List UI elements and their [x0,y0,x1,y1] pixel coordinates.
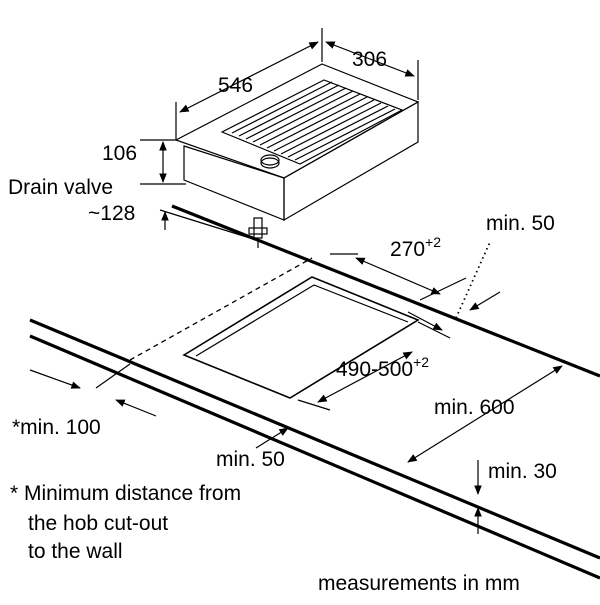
label-min-50-front: min. 50 [216,448,285,471]
control-knob [260,157,280,169]
counter-front-top-edge [29,318,600,560]
label-min-600: min. 600 [434,396,515,419]
label-drain-valve-depth: ~128 [88,202,135,225]
control-knob-top [260,154,280,166]
wall-dashed-line [129,257,313,361]
grill-bars [231,81,396,161]
footnote-line-3: to the wall [28,540,123,563]
hob-front-face [183,145,285,221]
label-height: 106 [102,142,137,165]
label-depth: 306 [352,48,387,71]
footnote-line-2: the hob cut-out [28,512,168,535]
dimension-labels: 546 306 106 Drain valve ~128 270+2 min. … [8,48,557,483]
counter-front-bottom-edge [29,334,600,580]
cutout-inner-wall [195,284,409,357]
units-note: measurements in mm [318,572,520,595]
footnote: * Minimum distance from the hob cut-out … [10,482,241,563]
label-cutout-width: 490-500+2 [336,354,429,381]
footnote-line-1: * Minimum distance from [10,482,241,505]
cutout-opening [182,276,420,399]
hob-side-face [283,100,419,222]
label-cutout-depth: 270+2 [390,234,441,261]
label-min-100: *min. 100 [12,416,101,439]
label-min-30: min. 30 [488,460,557,483]
label-min-50-rear: min. 50 [486,212,555,235]
dimension-lines [29,28,563,534]
countertop [29,204,600,580]
label-drain-valve: Drain valve [8,176,113,199]
label-width: 546 [218,74,253,97]
